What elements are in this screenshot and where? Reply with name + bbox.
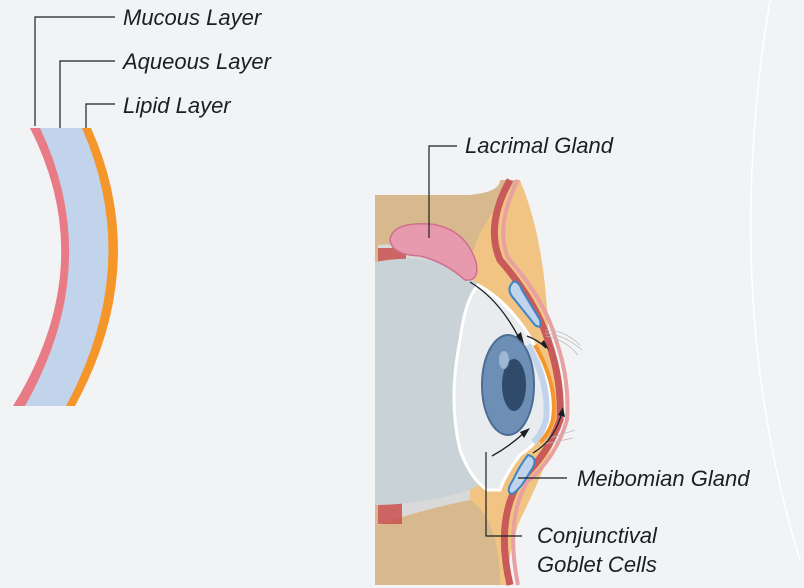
meibomian-gland-label: Meibomian Gland [577, 466, 749, 492]
tear-film-section [13, 128, 118, 406]
lipid-layer-label: Lipid Layer [123, 93, 231, 119]
mucous-layer-leader [35, 17, 115, 126]
goblet-cells-label: Goblet Cells [537, 552, 657, 578]
lacrimal-gland-label: Lacrimal Gland [465, 133, 613, 159]
conjunctival-label: Conjunctival [537, 523, 657, 549]
iris-highlight [499, 351, 509, 369]
mucous-layer-label: Mucous Layer [123, 5, 261, 31]
aqueous-layer-leader [60, 61, 115, 128]
lipid-layer-leader [86, 104, 115, 128]
background-arc [751, 0, 800, 560]
aqueous-layer-label: Aqueous Layer [123, 49, 271, 75]
